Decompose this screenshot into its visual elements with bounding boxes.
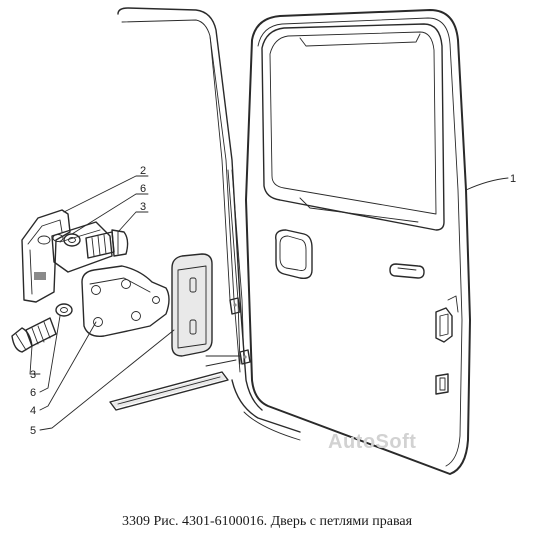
callout-2: 2: [140, 165, 146, 177]
callout-6-top: 6: [140, 183, 146, 195]
callout-3-top: 3: [140, 201, 146, 213]
hinge-gasket: [171, 253, 213, 357]
callout-4: 4: [30, 405, 36, 417]
cab-door-opening: [117, 7, 301, 441]
hinge-plate: [81, 265, 170, 337]
door-seal: [227, 169, 245, 365]
hinge-bracket: [21, 209, 113, 303]
callout-3-bottom: 3: [30, 369, 36, 381]
callout-6-bottom: 6: [30, 387, 36, 399]
bolt-bottom: [11, 317, 57, 353]
door-hinge-mounts: [205, 297, 251, 365]
door-panel: [245, 9, 509, 475]
washer-bottom: [55, 303, 73, 317]
callout-leaders: [29, 175, 175, 431]
bolt-top: [85, 229, 129, 259]
figure-caption: 3309 Рис. 4301-6100016. Дверь с петлями …: [121, 514, 413, 529]
watermark: AutoSoft: [328, 431, 416, 453]
callout-1: 1: [510, 173, 516, 185]
callout-5: 5: [30, 425, 36, 437]
door-sill: [109, 359, 237, 411]
